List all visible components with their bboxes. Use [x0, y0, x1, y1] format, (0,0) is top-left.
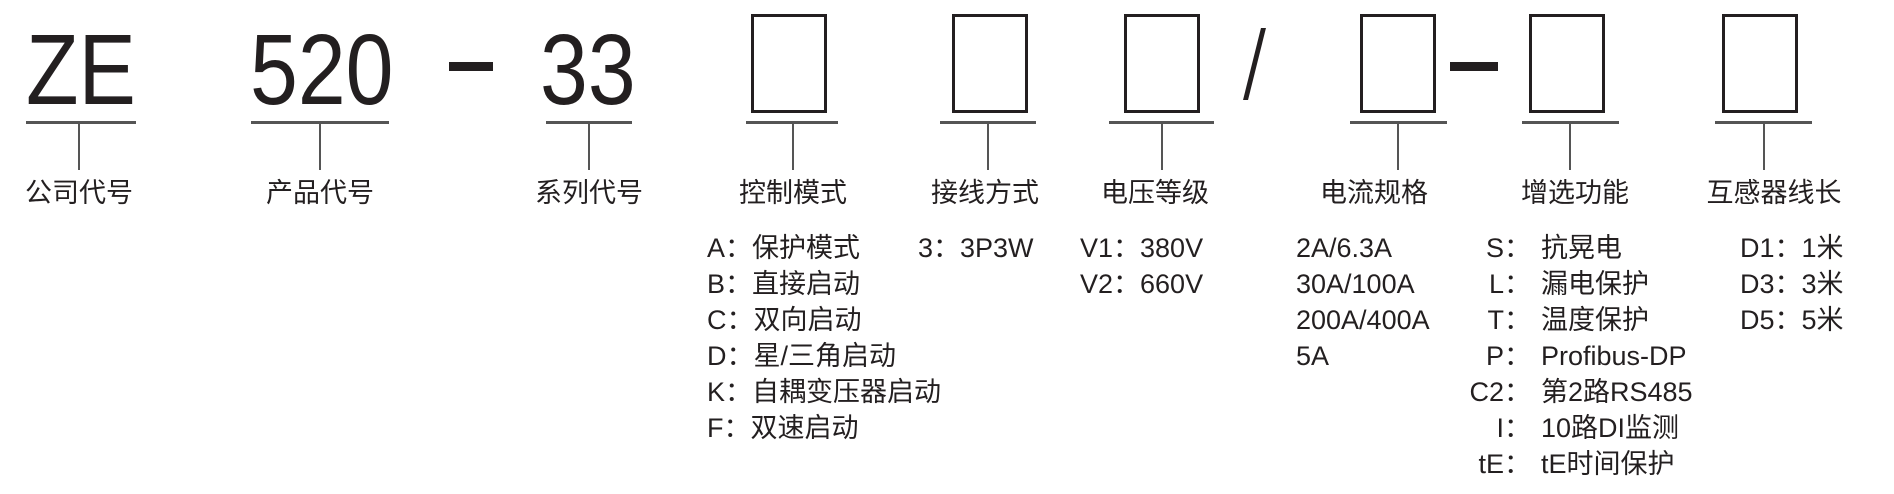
- underline: [1715, 121, 1812, 124]
- product-code: 520: [250, 14, 394, 126]
- feature-value: 漏电保护: [1541, 269, 1649, 299]
- label-series: 系列代号: [535, 178, 643, 208]
- leader-line: [1763, 123, 1765, 170]
- ct-length-list: D1：1米 D3：3米 D5：5米: [1740, 230, 1844, 338]
- series-code: 33: [540, 14, 636, 126]
- label-company: 公司代号: [25, 178, 133, 208]
- label-current: 电流规格: [1320, 178, 1428, 208]
- control-mode-list: A：保护模式 B：直接启动 C：双向启动 D：星/三角启动 K：自耦变压器启动 …: [707, 230, 941, 446]
- label-ct-length: 互感器线长: [1706, 178, 1842, 208]
- underline: [1109, 121, 1214, 124]
- list-item: A：保护模式: [707, 233, 861, 263]
- underline: [26, 121, 136, 124]
- feature-value: 10路DI监测: [1541, 413, 1680, 443]
- feature-value: 温度保护: [1541, 305, 1649, 335]
- leader-line: [78, 123, 80, 170]
- leader-line: [1569, 123, 1571, 170]
- list-item: C2： 第2路RS485: [1411, 374, 1711, 410]
- voltage-box: [1124, 14, 1200, 113]
- list-item: B：直接启动: [707, 269, 861, 299]
- feature-key: I：: [1496, 413, 1531, 443]
- feature-key: L：: [1488, 269, 1531, 299]
- feature-key: tE：: [1478, 449, 1531, 479]
- leader-line: [319, 123, 321, 170]
- list-item: D5：5米: [1740, 305, 1844, 335]
- underline: [1522, 121, 1619, 124]
- leader-line: [1161, 123, 1163, 170]
- leader-line: [792, 123, 794, 170]
- underline: [940, 121, 1036, 124]
- label-features: 增选功能: [1521, 178, 1629, 208]
- leader-line: [588, 123, 590, 170]
- list-item: 30A/100A: [1296, 269, 1415, 299]
- feature-value: tE时间保护: [1541, 449, 1675, 479]
- leader-line: [1397, 123, 1399, 170]
- list-item: V1：380V: [1080, 233, 1204, 263]
- list-item: S： 抗晃电: [1411, 230, 1711, 266]
- label-wiring: 接线方式: [931, 178, 1039, 208]
- label-voltage: 电压等级: [1101, 178, 1209, 208]
- underline: [746, 121, 838, 124]
- current-list: 2A/6.3A 30A/100A 200A/400A 5A: [1296, 230, 1430, 374]
- current-box: [1360, 14, 1436, 113]
- ct-length-box: [1722, 14, 1798, 113]
- wiring-list: 3：3P3W: [918, 230, 1034, 266]
- feature-key: T：: [1487, 305, 1532, 335]
- list-item: F：双速启动: [707, 413, 859, 443]
- list-item: T： 温度保护: [1411, 302, 1711, 338]
- underline: [251, 121, 389, 124]
- feature-key: S：: [1485, 233, 1531, 263]
- feature-value: 抗晃电: [1541, 233, 1622, 263]
- control-mode-box: [751, 14, 827, 113]
- list-item: D：星/三角启动: [707, 341, 896, 371]
- separator-slash: [1243, 28, 1266, 100]
- list-item: 3：3P3W: [918, 233, 1034, 263]
- list-item: 5A: [1296, 341, 1330, 371]
- list-item: P： Profibus-DP: [1411, 338, 1711, 374]
- feature-value: Profibus-DP: [1541, 341, 1687, 371]
- list-item: L： 漏电保护: [1411, 266, 1711, 302]
- list-item: I： 10路DI监测: [1411, 410, 1711, 446]
- underline: [546, 121, 632, 124]
- list-item: tE： tE时间保护: [1411, 446, 1711, 482]
- wiring-box: [952, 14, 1028, 113]
- list-item: C：双向启动: [707, 305, 862, 335]
- separator-dash: [449, 62, 493, 71]
- list-item: K：自耦变压器启动: [707, 377, 942, 407]
- list-item: 200A/400A: [1296, 305, 1430, 335]
- list-item: D1：1米: [1740, 233, 1844, 263]
- feature-key: P：: [1485, 341, 1531, 371]
- label-product: 产品代号: [266, 178, 374, 208]
- label-control: 控制模式: [739, 178, 847, 208]
- company-code: ZE: [26, 14, 136, 126]
- underline: [1350, 121, 1447, 124]
- list-item: V2：660V: [1080, 269, 1204, 299]
- list-item: 2A/6.3A: [1296, 233, 1393, 263]
- features-list: S： 抗晃电 L： 漏电保护 T： 温度保护 P： Profibus-DP C2： 第2路…: [1411, 230, 1711, 482]
- leader-line: [987, 123, 989, 170]
- voltage-list: V1：380V V2：660V: [1080, 230, 1203, 302]
- features-box: [1529, 14, 1605, 113]
- feature-key: C2：: [1469, 377, 1531, 407]
- list-item: D3：3米: [1740, 269, 1844, 299]
- feature-value: 第2路RS485: [1541, 377, 1693, 407]
- separator-dash-2: [1450, 62, 1498, 71]
